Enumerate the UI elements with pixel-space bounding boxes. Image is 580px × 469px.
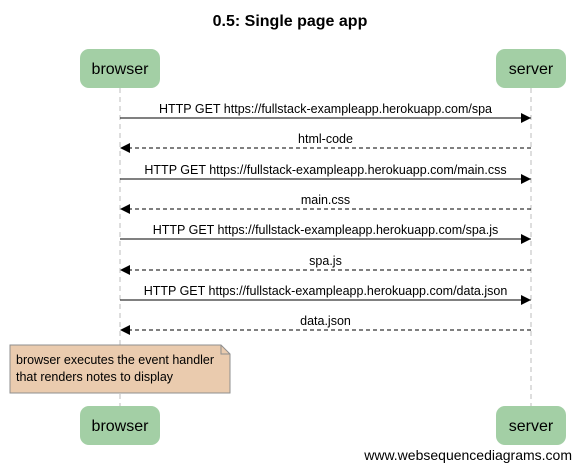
message-4: main.css (120, 193, 531, 214)
message-2: html-code (120, 132, 531, 153)
actor-label: server (509, 61, 554, 78)
message-label: HTTP GET https://fullstack-exampleapp.he… (153, 223, 499, 237)
message-8: data.json (120, 314, 531, 335)
actor-box (496, 406, 566, 445)
message-label: HTTP GET https://fullstack-exampleapp.he… (144, 163, 506, 177)
actor-label: browser (92, 61, 150, 78)
note: browser executes the event handler that … (9, 344, 231, 394)
message-5: HTTP GET https://fullstack-exampleapp.he… (120, 223, 531, 244)
actor-label: browser (92, 418, 150, 435)
diagram-title: 0.5: Single page app (213, 13, 368, 30)
note-box (9, 344, 231, 394)
note-line-1: browser executes the event handler (16, 353, 214, 367)
message-label: spa.js (309, 254, 342, 268)
message-6: spa.js (120, 254, 531, 275)
message-label: main.css (301, 193, 350, 207)
message-label: html-code (298, 132, 353, 146)
actor-label: server (509, 418, 554, 435)
message-7: HTTP GET https://fullstack-exampleapp.he… (120, 284, 531, 305)
message-label: HTTP GET https://fullstack-exampleapp.he… (159, 102, 492, 116)
credit-link[interactable]: www.websequencediagrams.com (363, 447, 572, 463)
actor-box (496, 49, 566, 88)
actor-server-top: server (496, 49, 566, 88)
actor-server-bottom: server (496, 406, 566, 445)
message-3: HTTP GET https://fullstack-exampleapp.he… (120, 163, 531, 184)
message-list: HTTP GET https://fullstack-exampleapp.he… (120, 102, 531, 335)
message-label: data.json (300, 314, 351, 328)
note-line-2: that renders notes to display (16, 370, 174, 384)
actor-browser-top: browser (80, 49, 160, 88)
message-label: HTTP GET https://fullstack-exampleapp.he… (144, 284, 508, 298)
actor-box (80, 406, 160, 445)
actor-box (80, 49, 160, 88)
actor-browser-bottom: browser (80, 406, 160, 445)
message-1: HTTP GET https://fullstack-exampleapp.he… (120, 102, 531, 123)
note-fold (220, 345, 230, 355)
